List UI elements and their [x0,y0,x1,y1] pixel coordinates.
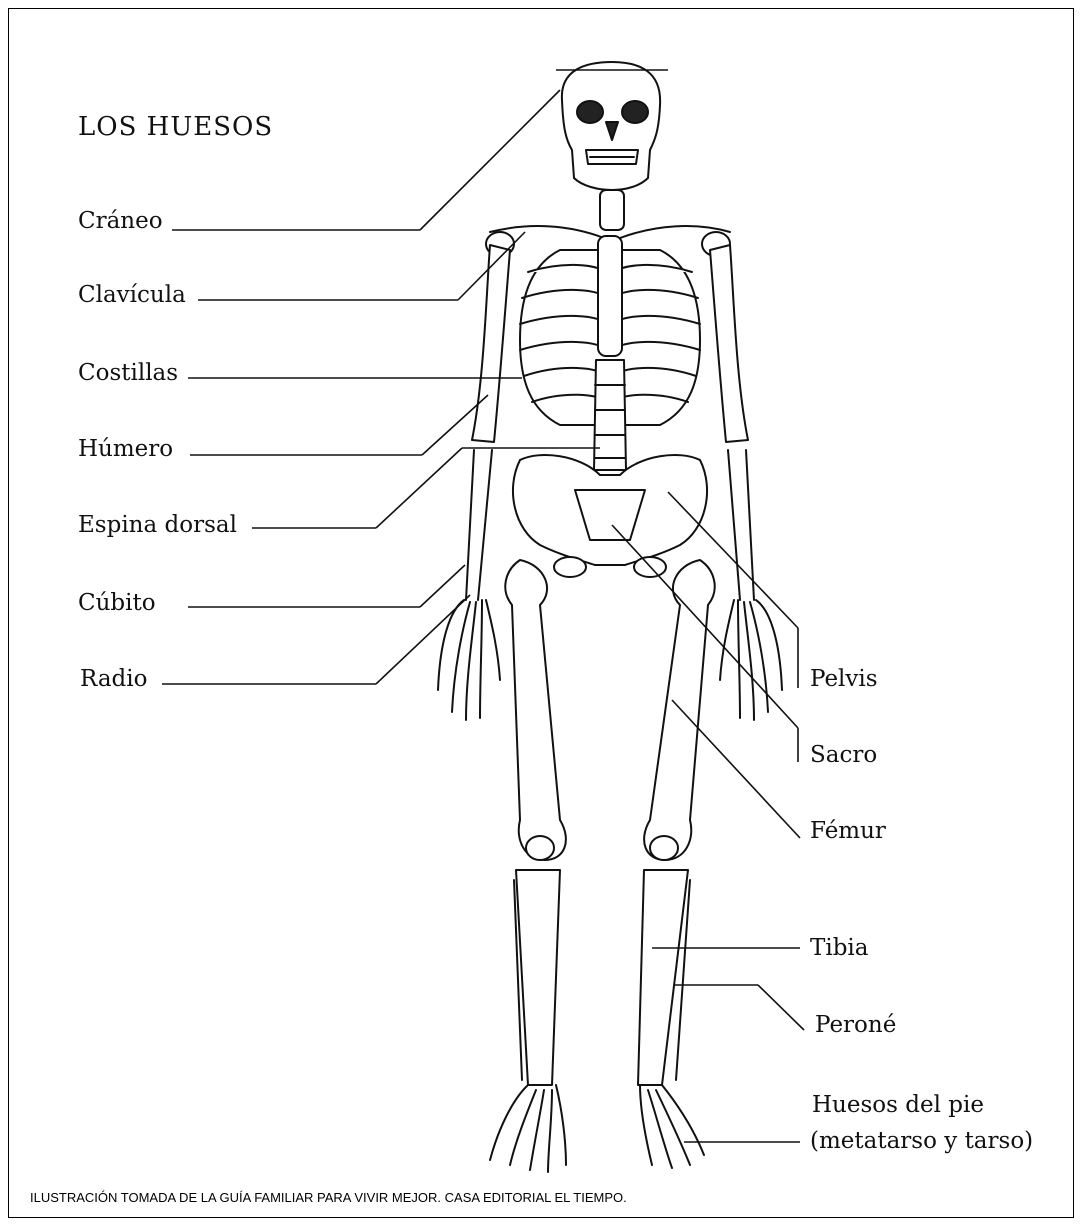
label-radio: Radio [80,666,147,692]
left-tibia [516,870,560,1085]
label-huesos-pie: Huesos del pie [812,1092,984,1118]
label-craneo: Cráneo [78,208,163,234]
right-hand [720,600,782,720]
label-humero: Húmero [78,436,173,462]
label-metatarso-tarso: (metatarso y tarso) [810,1128,1033,1154]
right-foot [640,1085,704,1168]
left-humerus [472,245,510,442]
label-perone: Peroné [815,1012,896,1038]
neck [600,190,624,230]
left-forearm [466,450,492,600]
left-hand [438,600,500,720]
right-femur [644,560,715,860]
label-cubito: Cúbito [78,590,156,616]
label-costillas: Costillas [78,360,178,386]
label-femur: Fémur [810,818,886,844]
right-humerus [710,245,748,442]
sternum [598,236,622,356]
left-foot [490,1085,566,1172]
left-eye-socket [577,101,603,123]
label-clavicula: Clavícula [78,282,186,308]
label-espina-dorsal: Espina dorsal [78,512,237,538]
left-femur [505,560,566,860]
label-tibia: Tibia [810,935,869,961]
right-tibia [638,870,688,1085]
right-eye-socket [622,101,648,123]
diagram-title: LOS HUESOS [78,112,273,142]
label-sacro: Sacro [810,742,877,768]
spine [594,360,626,470]
label-pelvis: Pelvis [810,666,878,692]
credit-footer: ILUSTRACIÓN TOMADA DE LA GUÍA FAMILIAR P… [30,1190,627,1205]
